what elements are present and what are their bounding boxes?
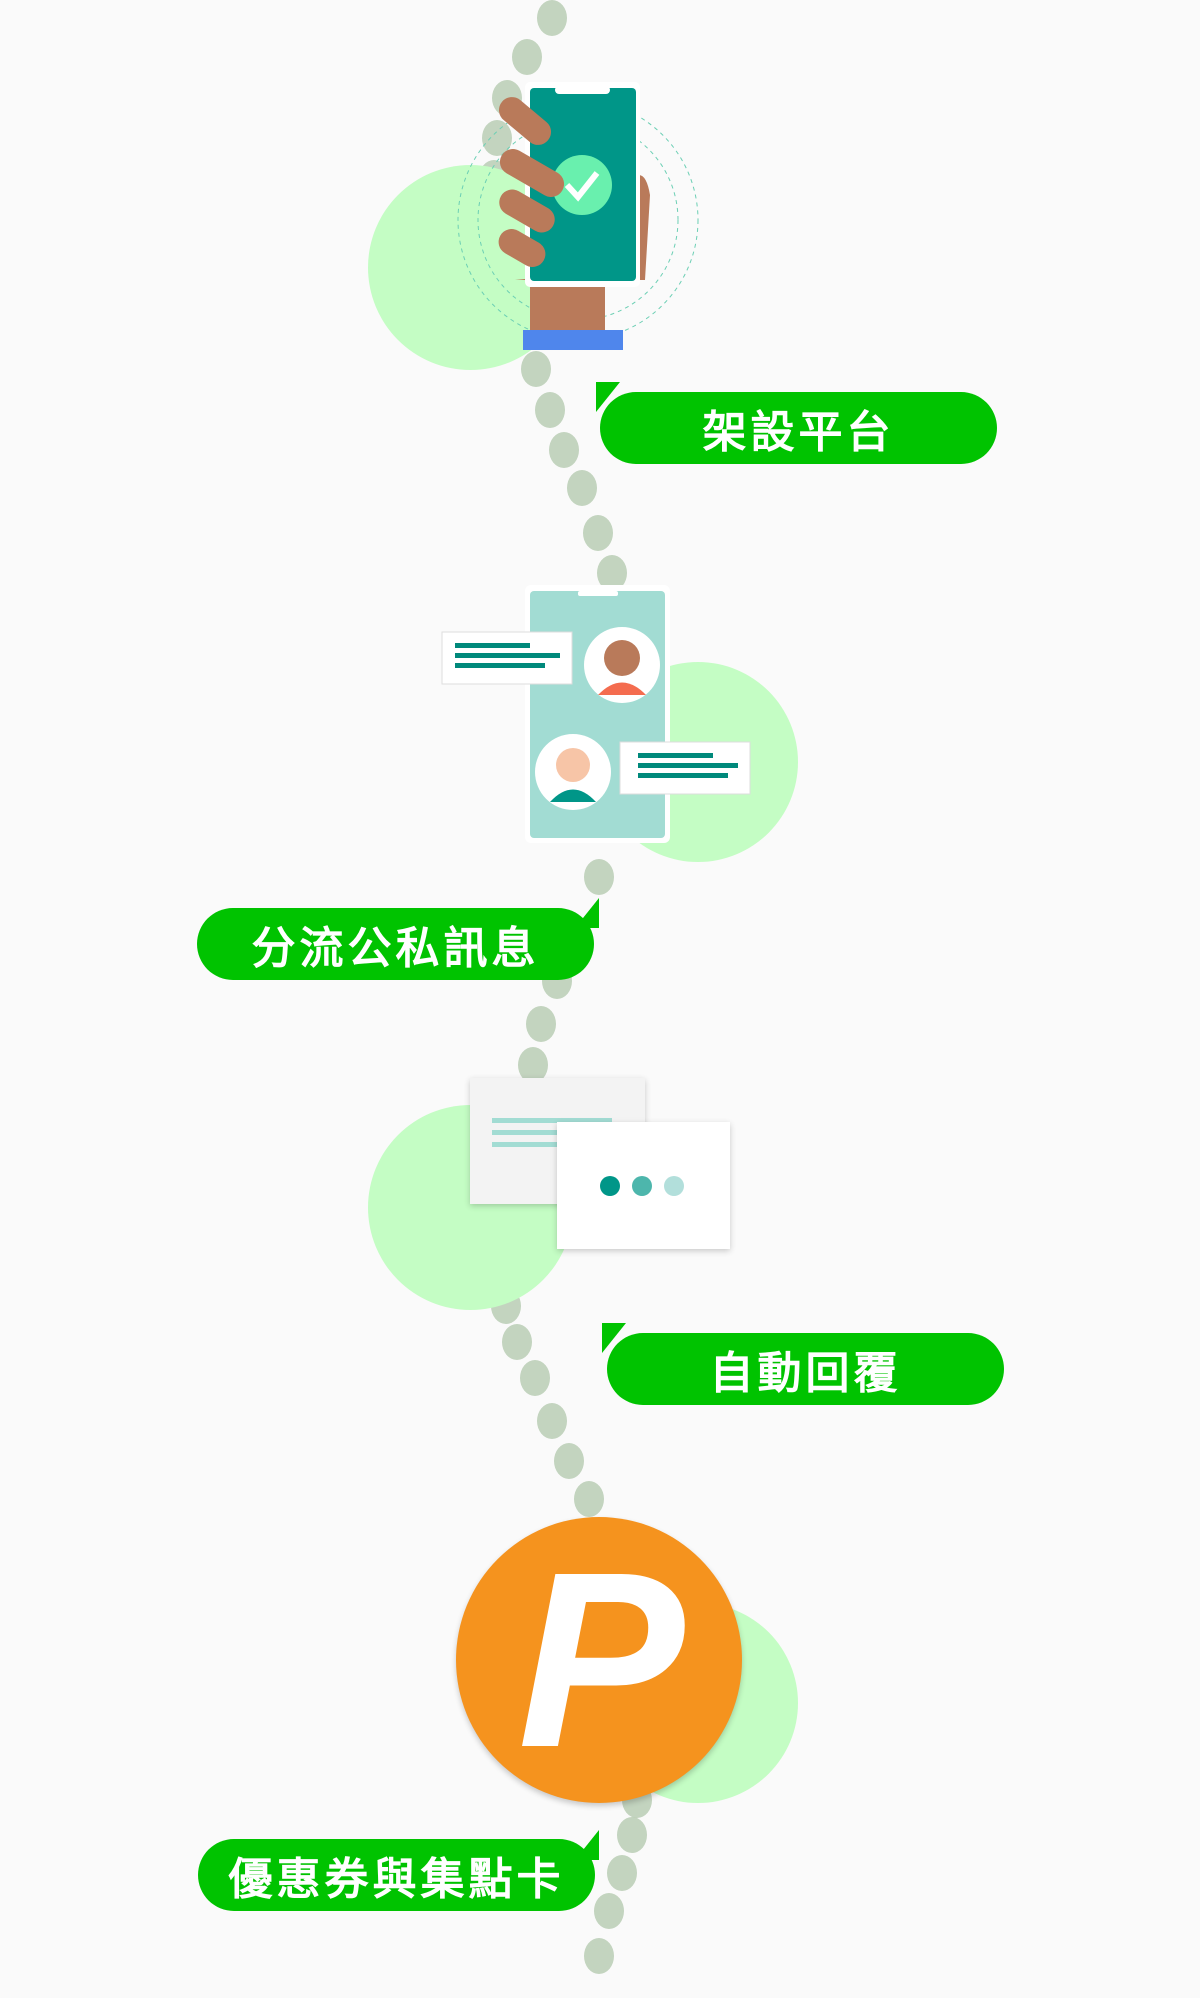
- points-p-icon: P: [456, 1517, 742, 1803]
- footprint-dot: [481, 119, 512, 156]
- footprint-dot: [521, 351, 552, 388]
- footprint-dot: [517, 1047, 548, 1084]
- step-label-setup-platform: 架設平台: [600, 392, 997, 464]
- footprint-dot: [512, 39, 543, 76]
- phone-check-icon: [455, 80, 725, 355]
- footprint-dot: [536, 0, 567, 36]
- footprint-dot: [554, 1443, 585, 1480]
- footprint-dot: [582, 514, 613, 551]
- footprint-dot: [502, 1323, 533, 1360]
- footprint-dot: [536, 1402, 567, 1439]
- footprint-dot: [583, 858, 614, 895]
- step-label-coupons-points: 優惠券與集點卡: [198, 1839, 595, 1911]
- footprint-dot: [549, 431, 580, 468]
- auto-reply-icon: [557, 1122, 730, 1249]
- footprint-dot: [583, 1937, 614, 1974]
- footprint-dot: [535, 392, 566, 429]
- footprint-dot: [573, 1481, 604, 1518]
- step-label-split-messages: 分流公私訊息: [197, 908, 594, 980]
- p-letter: P: [517, 1520, 685, 1799]
- footprint-dot: [593, 1893, 624, 1929]
- footprint-dot: [616, 1816, 647, 1853]
- footprint-dot: [526, 1006, 557, 1043]
- chat-avatars-icon: [440, 585, 755, 845]
- step-label-auto-reply: 自動回覆: [607, 1333, 1004, 1405]
- footprint-dot: [520, 1360, 551, 1397]
- footprint-dot: [606, 1854, 637, 1891]
- footprint-dot: [567, 469, 598, 506]
